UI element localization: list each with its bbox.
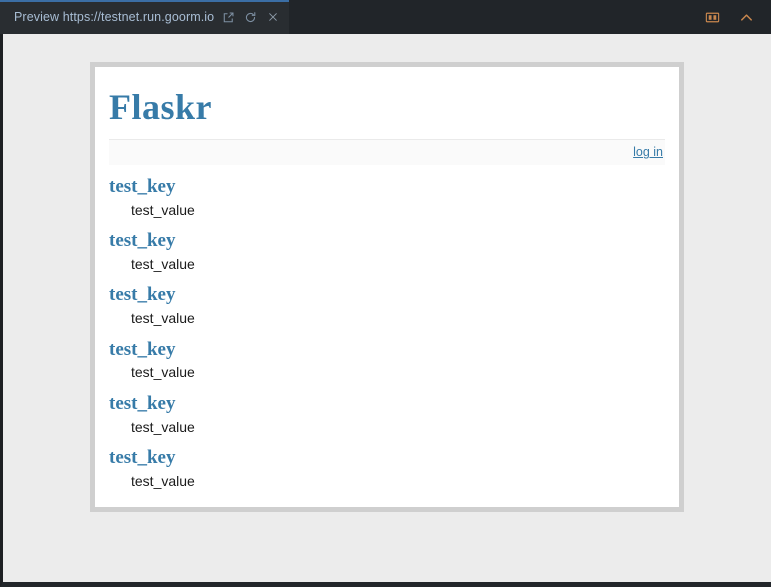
tab-preview[interactable]: Preview https://testnet.run.goorm.io [0, 0, 290, 34]
list-item: test_key test_value [109, 273, 665, 327]
site-nav: log in [109, 138, 665, 165]
preview-viewport[interactable]: Flaskr log in test_key test_value test_k… [0, 34, 771, 587]
entry-title: test_key [109, 230, 176, 252]
list-item: test_key test_value [109, 382, 665, 436]
list-item: test_key test_value [109, 436, 665, 490]
titlebar-actions [703, 0, 771, 34]
entry-title: test_key [109, 284, 176, 306]
close-icon[interactable] [265, 10, 280, 25]
entry-body: test_value [131, 364, 195, 381]
entry-body: test_value [131, 201, 195, 218]
page-title: Flaskr [109, 87, 213, 127]
chevron-up-icon[interactable] [737, 8, 755, 26]
entry-title: test_key [109, 447, 176, 469]
login-link[interactable]: log in [633, 145, 663, 160]
tab-strip: Preview https://testnet.run.goorm.io [0, 0, 290, 34]
flaskr-page: Flaskr log in test_key test_value test_k… [90, 62, 684, 512]
split-editor-icon[interactable] [703, 8, 721, 26]
entry-title: test_key [109, 175, 176, 197]
entry-body: test_value [131, 473, 195, 490]
list-item: test_key test_value [109, 165, 665, 219]
entry-body: test_value [131, 255, 195, 272]
entry-title: test_key [109, 338, 176, 360]
reload-icon[interactable] [243, 10, 258, 25]
titlebar-spacer [289, 0, 703, 34]
entry-title: test_key [109, 392, 176, 414]
list-item: test_key test_value [109, 328, 665, 382]
tab-preview-label: Preview https://testnet.run.goorm.io [14, 10, 215, 24]
list-item: test_key test_value [109, 219, 665, 273]
external-link-icon[interactable] [221, 10, 236, 25]
entry-body: test_value [131, 310, 195, 327]
entry-body: test_value [131, 418, 195, 435]
post-list: test_key test_value test_key test_value … [109, 165, 665, 491]
titlebar: Preview https://testnet.run.goorm.io [0, 0, 771, 34]
